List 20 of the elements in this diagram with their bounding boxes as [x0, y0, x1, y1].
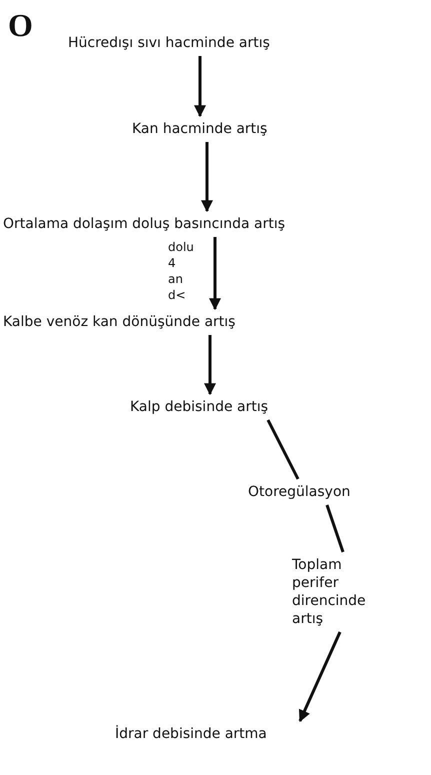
arrow — [298, 631, 342, 722]
node-text: Kalbe venöz kan dönüşünde artış — [3, 313, 236, 331]
arrow — [209, 237, 221, 310]
node-text: Otoregülasyon — [248, 483, 350, 501]
node-text: Hücredışı sıvı hacminde artış — [68, 34, 270, 52]
node-text: İdrar debisinde artma — [115, 725, 267, 743]
connector-line — [326, 504, 344, 552]
stray-text: O — [8, 8, 33, 42]
stray-text: d< — [168, 288, 186, 302]
arrow — [194, 56, 206, 118]
arrow — [204, 335, 216, 396]
stray-text: an — [168, 272, 183, 286]
node-text: Ortalama dolaşım doluş basıncında artış — [3, 215, 286, 233]
connector-line — [266, 419, 300, 480]
stray-text: 4 — [168, 256, 176, 270]
stray-text: dolu — [168, 240, 194, 254]
arrow — [201, 142, 213, 212]
node-text: Toplam perifer direncinde artış — [292, 556, 367, 628]
node-text: Kalp debisinde artış — [130, 398, 268, 416]
node-text: Kan hacminde artış — [132, 120, 268, 138]
